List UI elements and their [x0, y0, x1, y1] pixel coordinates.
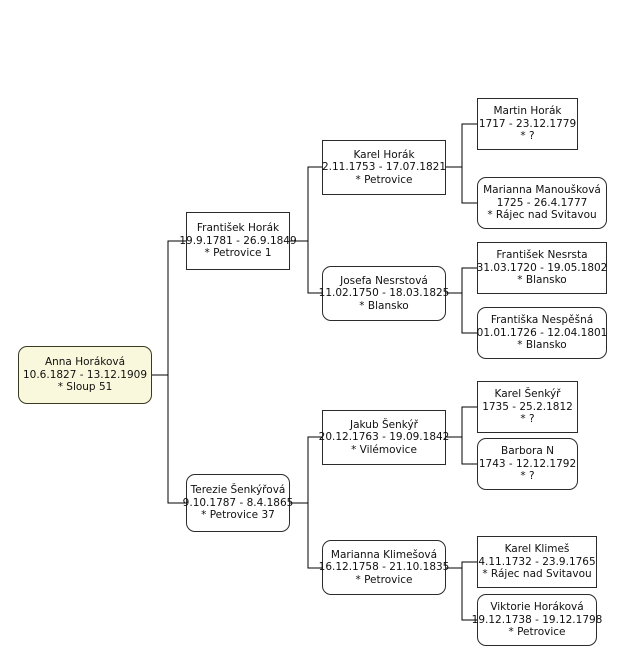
node-anna-horakova[interactable]: Anna Horáková 10.6.1827 - 13.12.1909 * S… [18, 346, 152, 404]
link-anna-frantisek [152, 240, 186, 376]
node-place: * ? [520, 130, 535, 143]
node-dates: 1717 - 23.12.1779 [478, 117, 577, 130]
node-viktorie-horakova[interactable]: Viktorie Horáková 19.12.1738 - 19.12.179… [472, 594, 602, 646]
node-place: * Vilémovice [351, 443, 417, 456]
node-place: * Petrovice [355, 573, 413, 586]
node-name: Marianna Manoušková [483, 184, 601, 197]
node-dates: 9.10.1787 - 8.4.1865 [182, 496, 294, 509]
link-frantisek-josefa [307, 241, 322, 294]
node-dates: 10.6.1827 - 13.12.1909 [22, 368, 148, 381]
node-martin-horak[interactable]: Martin Horák 1717 - 23.12.1779 * ? [477, 98, 578, 150]
node-name: Viktorie Horáková [490, 601, 584, 614]
link-karel-manouskova [461, 167, 477, 204]
node-dates: 11.02.1750 - 18.03.1825 [318, 287, 450, 300]
node-place: * Petrovice [508, 626, 566, 639]
node-dates: 19.9.1781 - 26.9.1849 [179, 234, 297, 247]
node-dates: 1725 - 26.4.1777 [496, 196, 588, 209]
node-name: Anna Horáková [44, 356, 126, 369]
link-klimesova-viktorie [461, 568, 477, 621]
node-jakub-senkyr[interactable]: Jakub Šenkýř 20.12.1763 - 19.09.1842 * V… [319, 410, 449, 465]
node-dates: 01.01.1726 - 12.04.1801 [476, 326, 608, 339]
node-josefa-nesrstova[interactable]: Josefa Nesrstová 11.02.1750 - 18.03.1825… [319, 266, 449, 321]
node-name: František Nesrsta [496, 249, 588, 262]
node-name: Jakub Šenkýř [350, 418, 418, 431]
link-jakub-barbora [461, 437, 477, 465]
node-place: * Blansko [359, 299, 409, 312]
node-dates: 20.12.1763 - 19.09.1842 [318, 431, 450, 444]
node-place: * Rájec nad Svitavou [487, 209, 597, 222]
node-dates: 4.11.1732 - 23.9.1765 [478, 555, 596, 568]
node-name: Karel Šenkýř [494, 388, 561, 401]
node-name: Barbora N [501, 445, 554, 458]
node-place: * Petrovice 37 [201, 509, 275, 522]
node-dates: 19.12.1738 - 19.12.1798 [471, 613, 603, 626]
node-name: František Horák [196, 222, 280, 235]
node-name: Terezie Šenkýřová [190, 484, 286, 497]
node-name: Karel Klimeš [504, 543, 570, 556]
node-name: Josefa Nesrstová [340, 274, 428, 287]
node-karel-klimes[interactable]: Karel Klimeš 4.11.1732 - 23.9.1765 * Ráj… [477, 536, 597, 588]
node-frantisek-nesrsta[interactable]: František Nesrsta 31.03.1720 - 19.05.180… [477, 242, 607, 294]
node-karel-senkyr[interactable]: Karel Šenkýř 1735 - 25.2.1812 * ? [477, 381, 578, 433]
node-dates: 31.03.1720 - 19.05.1802 [476, 261, 608, 274]
link-frantisek-karel [290, 166, 322, 242]
node-place: * Petrovice [355, 173, 413, 186]
node-dates: 1735 - 25.2.1812 [482, 400, 573, 413]
link-terezie-marianna [307, 503, 322, 569]
node-name: Františka Nespěšná [490, 314, 594, 327]
node-place: * Petrovice 1 [204, 247, 272, 260]
node-frantisek-horak[interactable]: František Horák 19.9.1781 - 26.9.1849 * … [179, 212, 297, 270]
node-terezie-senkyrova[interactable]: Terezie Šenkýřová 9.10.1787 - 8.4.1865 *… [183, 474, 293, 532]
node-name: Karel Horák [353, 148, 415, 161]
node-place: * ? [520, 470, 535, 483]
link-josefa-nespesna [461, 293, 477, 334]
link-karel-martin [446, 123, 477, 168]
node-place: * Blansko [517, 339, 567, 352]
node-place: * Rájec nad Svitavou [482, 568, 592, 581]
node-place: * ? [520, 413, 535, 426]
node-marianna-manouskova[interactable]: Marianna Manoušková 1725 - 26.4.1777 * R… [477, 177, 607, 229]
node-marianna-klimesova[interactable]: Marianna Klimešová 16.12.1758 - 21.10.18… [319, 540, 449, 595]
node-name: Martin Horák [493, 105, 562, 118]
node-place: * Sloup 51 [57, 381, 113, 394]
link-klimesova-klimes [446, 561, 477, 569]
node-karel-horak[interactable]: Karel Horák 2.11.1753 - 17.07.1821 * Pet… [322, 140, 446, 195]
link-jakub-karelsenkyr [446, 406, 477, 438]
link-terezie-jakub [290, 436, 322, 504]
node-dates: 1743 - 12.12.1792 [478, 457, 577, 470]
link-josefa-nesrsta [446, 267, 477, 294]
link-anna-terezie [167, 375, 186, 504]
node-name: Marianna Klimešová [330, 548, 438, 561]
node-barbora-n[interactable]: Barbora N 1743 - 12.12.1792 * ? [477, 438, 578, 490]
node-place: * Blansko [517, 274, 567, 287]
node-dates: 16.12.1758 - 21.10.1835 [318, 561, 450, 574]
node-dates: 2.11.1753 - 17.07.1821 [321, 161, 447, 174]
node-frantiska-nespesna[interactable]: Františka Nespěšná 01.01.1726 - 12.04.18… [477, 307, 607, 359]
